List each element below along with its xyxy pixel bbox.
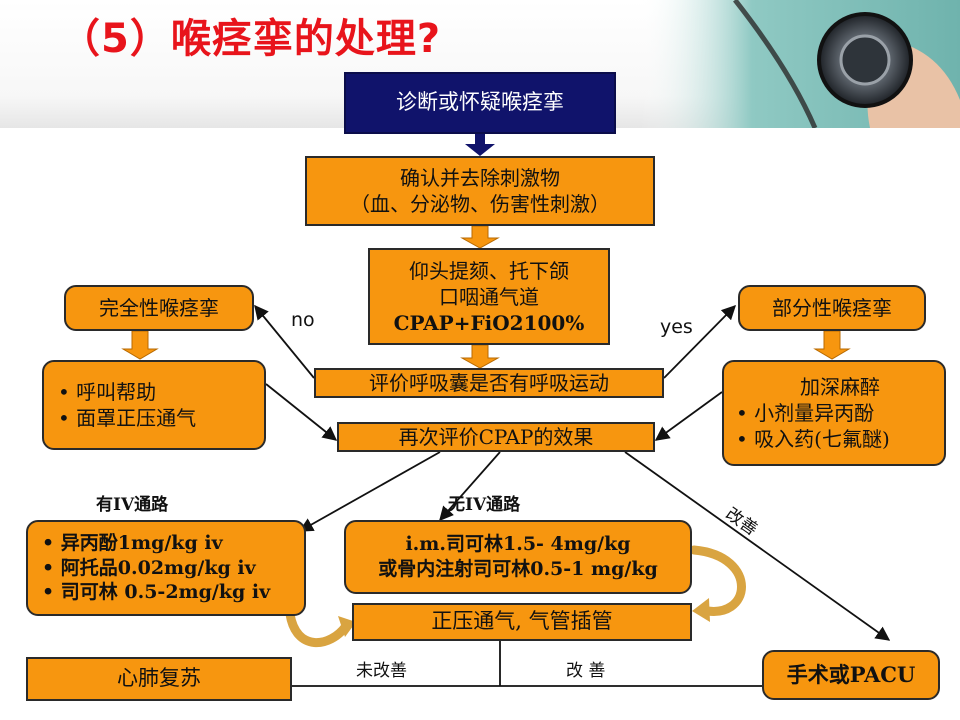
label-no-iv: 无IV通路 [448,495,521,515]
airway-box: 仰头提颏、托下颌 口咽通气道 CPAP+FiO2100% [368,248,610,345]
arrow-airway-to-evaluate [460,344,500,369]
arrow-diagnose-to-confirm [465,133,495,156]
ppv-intubate-box: 正压通气, 气管插管 [352,603,692,641]
complete-spasm-box: 完全性喉痉挛 [64,285,254,331]
surgery-pacu-box: 手术或PACU [762,650,940,700]
arrow-partial-steps-to-reevaluate [654,391,723,441]
no-iv-drug-1: i.m.司可林1.5- 4mg/kg [405,533,631,556]
no-iv-drug-2: 或骨内注射司可林0.5-1 mg/kg [378,558,658,580]
airway-line-3: CPAP+FiO2100% [393,310,585,335]
label-improved: 改 善 [566,661,606,681]
arrow-confirm-to-airway [460,225,500,249]
partial-spasm-box: 部分性喉痉挛 [738,285,926,331]
partial-step-1: • 小剂量异丙酚 [736,401,875,425]
cpr-box: 心肺复苏 [26,657,292,701]
confirm-line-2: （血、分泌物、伤害性刺激） [350,192,610,216]
diagnose-box: 诊断或怀疑喉痉挛 [344,72,616,134]
label-yes: yes [660,316,693,338]
partial-step-heading: 加深麻醉 [800,375,880,399]
partial-steps-box: 加深麻醉 • 小剂量异丙酚 • 吸入药(七氟醚) [722,360,946,466]
label-no: no [291,309,315,331]
label-has-iv: 有IV通路 [96,495,169,515]
complete-step-1: • 呼叫帮助 [58,380,157,404]
label-improved-diagonal: 改善 [721,504,761,540]
iv-drug-3: • 司可林 0.5-2mg/kg iv [42,581,271,604]
partial-step-2: • 吸入药(七氟醚) [736,427,890,451]
iv-drug-2: • 阿托品0.02mg/kg iv [42,556,256,579]
arrow-complete-to-steps [121,330,159,360]
arrow-partial-to-steps [813,330,851,360]
evaluate-bag-box: 评价呼吸囊是否有呼吸运动 [314,368,664,398]
iv-drugs-box: • 异丙酚1mg/kg iv • 阿托品0.02mg/kg iv • 司可林 0… [26,520,306,616]
complete-step-2: • 面罩正压通气 [58,406,197,430]
label-not-improved: 未改善 [356,661,407,681]
confirm-line-1: 确认并去除刺激物 [400,166,560,190]
stethoscope-photo [640,0,960,128]
curved-arrow-iv-to-ppv [285,609,351,647]
curved-arrow-no-iv-to-ppv [689,545,746,616]
airway-line-2: 口咽通气道 [439,284,539,309]
complete-steps-box: • 呼叫帮助 • 面罩正压通气 [42,360,266,450]
no-iv-drugs-box: i.m.司可林1.5- 4mg/kg 或骨内注射司可林0.5-1 mg/kg [344,520,692,594]
re-evaluate-box: 再次评价CPAP的效果 [337,422,655,452]
airway-line-1: 仰头提颏、托下颌 [409,258,569,283]
iv-drug-1: • 异丙酚1mg/kg iv [42,531,223,554]
confirm-box: 确认并去除刺激物 （血、分泌物、伤害性刺激） [305,156,655,226]
page-title: （5）喉痉挛的处理? [60,16,442,62]
